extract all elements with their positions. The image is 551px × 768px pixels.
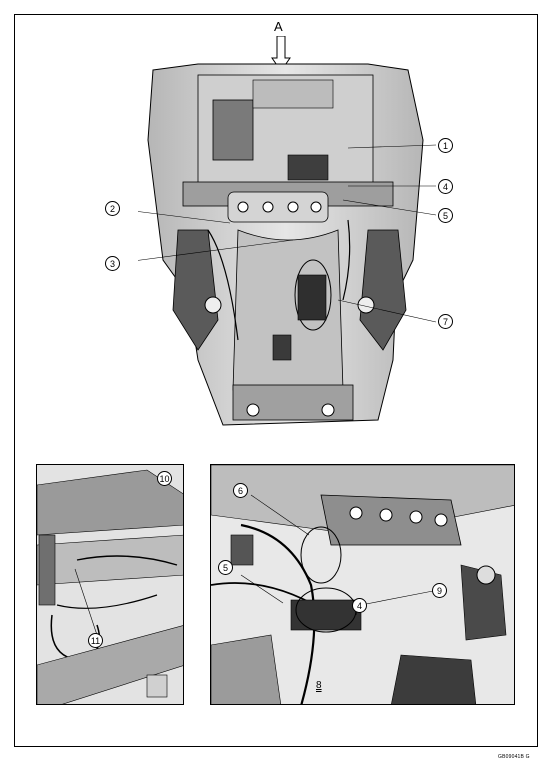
panel-label-8: 8 xyxy=(316,680,322,691)
callout-3: 3 xyxy=(105,256,120,271)
right-panel-illustration xyxy=(211,465,514,704)
panel-label-10: 10 xyxy=(157,471,172,486)
callout-11: 11 xyxy=(88,633,103,648)
callout-5: 5 xyxy=(438,208,453,223)
detail-panel-right xyxy=(210,464,515,705)
figure-code: GB09041B G xyxy=(498,754,530,760)
view-a-label: A xyxy=(274,19,283,34)
callout-9: 9 xyxy=(432,583,447,598)
callout-4: 4 xyxy=(438,179,453,194)
callout-7: 7 xyxy=(438,314,453,329)
callout-5-detail: 5 xyxy=(218,560,233,575)
detail-panel-left xyxy=(36,464,184,705)
callout-6: 6 xyxy=(233,483,248,498)
page-frame xyxy=(14,14,538,747)
callout-1: 1 xyxy=(438,138,453,153)
main-illustration xyxy=(138,63,437,426)
left-panel-illustration xyxy=(37,465,183,704)
callout-4-detail: 4 xyxy=(352,598,367,613)
callout-2: 2 xyxy=(105,201,120,216)
